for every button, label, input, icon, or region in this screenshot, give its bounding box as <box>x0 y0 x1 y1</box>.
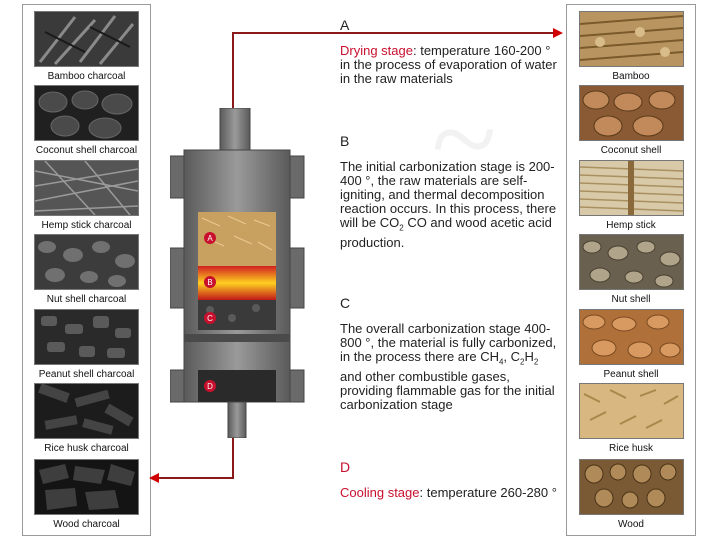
stage-a: A Drying stage: temperature 160-200 ° in… <box>340 18 560 86</box>
stage-a-description: Drying stage: temperature 160-200 ° in t… <box>340 43 557 86</box>
stage-a-name: Drying stage <box>340 43 413 58</box>
wood-image <box>578 459 684 515</box>
stage-b-description: The initial carbonization stage is 200-4… <box>340 159 557 250</box>
stage-c: C The overall carbonization stage 400-80… <box>340 296 560 412</box>
charcoal-item-bamboo: Bamboo charcoal <box>23 11 150 82</box>
raw-item-label: Bamboo <box>612 71 650 82</box>
stage-d-letter: D <box>340 459 351 475</box>
charcoal-item-hemp-stick: Hemp stick charcoal <box>23 160 150 231</box>
hemp-stick-image <box>578 160 684 216</box>
raw-item-coconut-shell: Coconut shell <box>567 85 695 156</box>
charcoal-item-label: Rice husk charcoal <box>44 443 129 454</box>
stage-b: B The initial carbonization stage is 200… <box>340 134 560 250</box>
charcoal-products-panel: Bamboo charcoal Coconut shell charcoal H… <box>22 4 151 536</box>
output-flow-line-vertical <box>232 430 234 478</box>
output-flow-line-horizontal <box>158 477 234 479</box>
stage-b-letter: B <box>340 133 350 149</box>
raw-item-rice-husk: Rice husk <box>567 383 695 454</box>
raw-item-peanut-shell: Peanut shell <box>567 309 695 380</box>
charcoal-item-nut-shell: Nut shell charcoal <box>23 234 150 305</box>
input-flow-line-horizontal <box>232 32 554 34</box>
raw-item-hemp-stick: Hemp stick <box>567 160 695 231</box>
charcoal-item-coconut-shell: Coconut shell charcoal <box>23 85 150 156</box>
raw-item-label: Peanut shell <box>603 369 659 380</box>
reactor-marker-a: A <box>207 234 213 243</box>
rice-husk-charcoal-image <box>34 383 139 439</box>
watermark: ~ <box>430 72 495 205</box>
raw-item-label: Rice husk <box>609 443 653 454</box>
charcoal-item-label: Wood charcoal <box>53 519 120 530</box>
stage-d-name: Cooling stage <box>340 485 420 500</box>
stage-a-letter: A <box>340 17 350 33</box>
hemp-stick-charcoal-image <box>34 160 139 216</box>
charcoal-item-label: Coconut shell charcoal <box>35 145 138 156</box>
stage-d-description: Cooling stage: temperature 260-280 ° <box>340 485 557 500</box>
raw-item-label: Wood <box>618 519 644 530</box>
charcoal-item-wood: Wood charcoal <box>23 459 150 530</box>
charcoal-item-label: Nut shell charcoal <box>46 294 127 305</box>
input-flow-line-vertical <box>232 32 234 116</box>
raw-item-wood: Wood <box>567 459 695 530</box>
bamboo-image <box>578 11 684 67</box>
raw-item-bamboo: Bamboo <box>567 11 695 82</box>
arrow-right-icon <box>553 28 563 38</box>
peanut-shell-image <box>578 309 684 365</box>
stage-d: D Cooling stage: temperature 260-280 ° <box>340 460 560 500</box>
raw-item-label: Nut shell <box>611 294 651 305</box>
stage-c-letter: C <box>340 295 351 311</box>
nut-shell-charcoal-image <box>34 234 139 290</box>
coconut-shell-charcoal-image <box>34 85 139 141</box>
stage-c-description: The overall carbonization stage 400-800 … <box>340 321 557 412</box>
reactor-marker-c: C <box>207 314 213 323</box>
charcoal-item-rice-husk: Rice husk charcoal <box>23 383 150 454</box>
reactor-marker-b: B <box>207 278 212 287</box>
raw-materials-panel: Bamboo Coconut shell Hemp stick <box>566 4 696 536</box>
charcoal-item-peanut-shell: Peanut shell charcoal <box>23 309 150 380</box>
nut-shell-image <box>578 234 684 290</box>
carbonization-reactor: A B C D <box>170 108 305 438</box>
rice-husk-image <box>578 383 684 439</box>
charcoal-item-label: Peanut shell charcoal <box>38 369 135 380</box>
charcoal-item-label: Hemp stick charcoal <box>41 220 132 231</box>
peanut-shell-charcoal-image <box>34 309 139 365</box>
charcoal-item-label: Bamboo charcoal <box>47 71 126 82</box>
raw-item-label: Hemp stick <box>606 220 656 231</box>
wood-charcoal-image <box>34 459 139 515</box>
arrow-left-icon <box>149 473 159 483</box>
raw-item-label: Coconut shell <box>600 145 662 156</box>
coconut-shell-image <box>578 85 684 141</box>
reactor-marker-d: D <box>207 382 213 391</box>
raw-item-nut-shell: Nut shell <box>567 234 695 305</box>
bamboo-charcoal-image <box>34 11 139 67</box>
